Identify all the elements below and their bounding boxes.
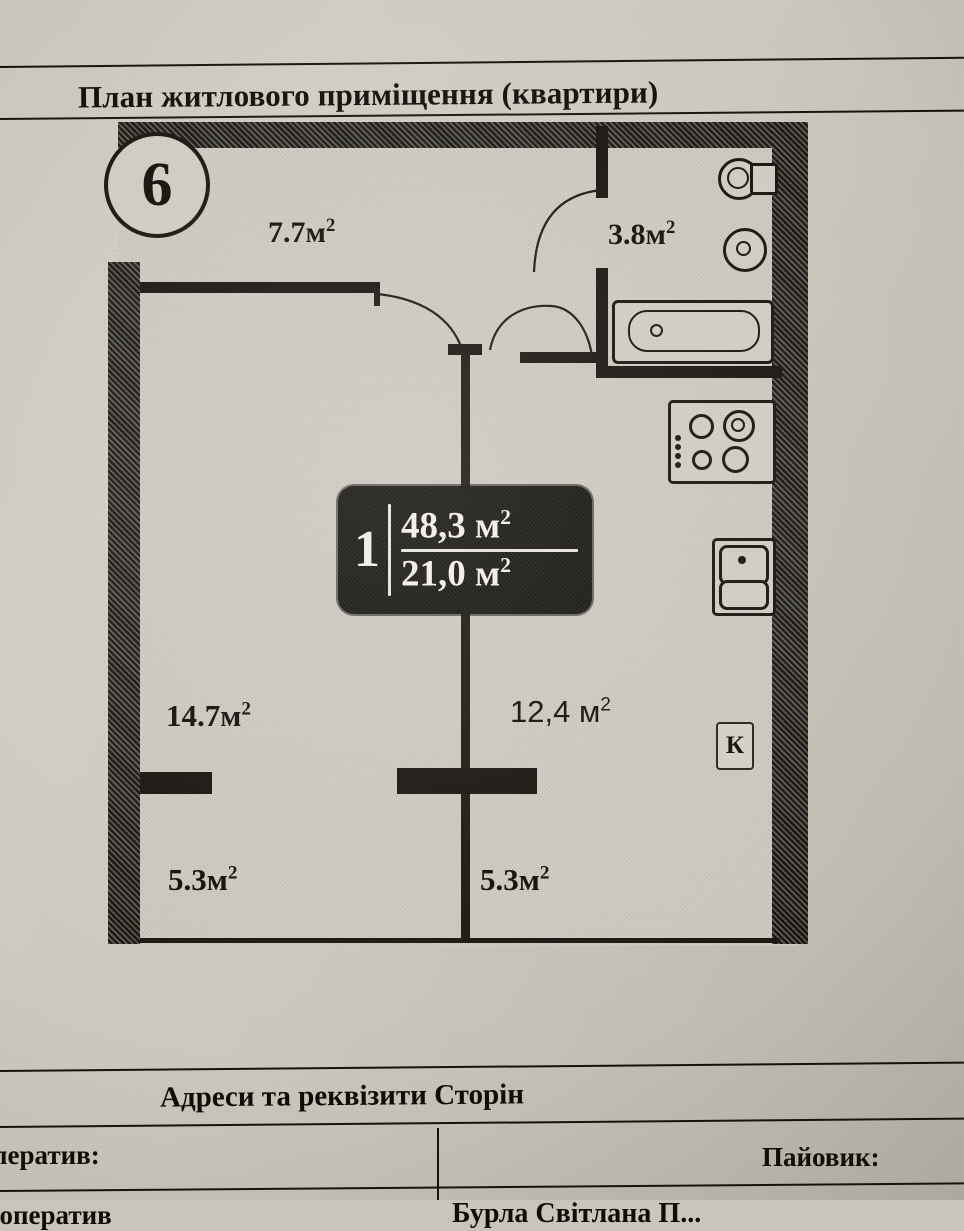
- bottom-table-rule-lower: [0, 1182, 964, 1192]
- kitchen-sink-tap-icon: [738, 556, 746, 564]
- room-label-bathroom-value: 3.8м: [608, 218, 666, 251]
- bottom-table-column-divider: [437, 1128, 439, 1200]
- badge-room-count: 1: [354, 521, 380, 578]
- interior-wall-bath-left: [596, 126, 608, 198]
- bottom-table-left-header: ператив:: [0, 1140, 100, 1170]
- room-label-hallway-value: 7.7м: [268, 216, 326, 249]
- stove-burner-2-inner-icon: [731, 418, 745, 432]
- bottom-table-rule-top: [0, 1061, 964, 1072]
- interior-wall-center-vertical: [461, 352, 470, 942]
- interior-wall-corridor-right: [520, 352, 596, 363]
- exterior-wall-top: [118, 122, 808, 148]
- room-label-balcony-left: 5.3м2: [168, 862, 237, 898]
- plan-corner-marker-label: 6: [141, 150, 173, 219]
- floor-plan: 6 К: [104, 122, 808, 946]
- room-label-living-room-value: 14.7м: [166, 698, 242, 733]
- kitchen-marker-label: К: [725, 732, 745, 759]
- bottom-table-right-value: Бурла Світлана П...: [452, 1198, 702, 1229]
- bottom-table-left-value: ооператив: [0, 1200, 112, 1230]
- interior-wall-balcony-left: [140, 772, 212, 794]
- interior-wall-hallway-top: [140, 282, 380, 293]
- badge-divider: [388, 503, 391, 597]
- stove-icon: [668, 400, 776, 484]
- bottom-table-right-header: Пайовик:: [762, 1142, 880, 1172]
- badge-total-area-value: 48,3 м: [401, 505, 501, 547]
- badge-living-area-value: 21,0 м: [401, 552, 501, 594]
- stove-burner-4-icon: [722, 446, 749, 473]
- plan-corner-marker: 6: [104, 132, 210, 238]
- room-label-balcony-right: 5.3м2: [480, 862, 549, 898]
- bathroom-sink-drain-icon: [736, 241, 751, 256]
- room-label-kitchen-value: 12,4 м: [510, 694, 601, 729]
- room-label-bathroom: 3.8м2: [608, 217, 675, 252]
- interior-wall-corridor-left: [448, 344, 482, 355]
- exterior-wall-right: [772, 122, 808, 944]
- interior-wall-bath-left-lower: [596, 268, 608, 376]
- exterior-wall-left: [108, 262, 140, 944]
- bathtub-drain-icon: [650, 324, 663, 337]
- toilet-bowl-inner-icon: [727, 167, 749, 189]
- stove-burner-3-icon: [692, 450, 712, 470]
- kitchen-marker-box: К: [716, 722, 754, 770]
- interior-wall-balcony-right: [397, 768, 537, 794]
- room-label-hallway-sup: 2: [325, 215, 336, 236]
- hallway-step-vertical: [374, 288, 380, 306]
- room-label-balcony-left-sup: 2: [227, 862, 238, 884]
- badge-living-area: 21,0 м2: [401, 552, 578, 594]
- room-label-balcony-left-value: 5.3м: [168, 862, 228, 897]
- room-label-kitchen-sup: 2: [600, 694, 611, 716]
- stove-knobs-icon: [675, 435, 681, 468]
- badge-area-stack: 48,3 м2 21,0 м2: [401, 505, 592, 594]
- room-label-hallway: 7.7м2: [268, 215, 335, 250]
- room-label-bathroom-sup: 2: [665, 217, 676, 238]
- stove-burner-1-icon: [689, 414, 714, 439]
- door-arc-corridor: [488, 304, 594, 357]
- bottom-table-rule-mid: [0, 1117, 964, 1128]
- kitchen-sink-drainer-icon: [719, 580, 769, 610]
- bottom-table-title: Адреси та реквізити Сторін: [159, 1078, 525, 1114]
- room-label-balcony-right-sup: 2: [539, 862, 550, 884]
- door-arc-bathroom: [532, 188, 603, 273]
- toilet-tank-icon: [750, 163, 778, 195]
- interior-wall-bath-bottom: [596, 366, 782, 378]
- apartment-summary-badge: 1 48,3 м2 21,0 м2: [338, 486, 592, 614]
- room-label-living-room: 14.7м2: [166, 698, 251, 734]
- room-label-balcony-right-value: 5.3м: [480, 862, 540, 897]
- bathtub-basin-icon: [628, 310, 760, 352]
- badge-living-area-sup: 2: [500, 552, 511, 577]
- room-label-living-room-sup: 2: [241, 698, 251, 720]
- room-label-kitchen: 12,4 м2: [510, 694, 611, 730]
- badge-total-area-sup: 2: [500, 505, 511, 530]
- bottom-table: Адреси та реквізити Сторін ператив: Пайо…: [0, 1060, 964, 1230]
- badge-area-separator: [401, 548, 578, 552]
- balcony-bottom-edge: [140, 938, 780, 943]
- badge-total-area: 48,3 м2: [401, 505, 578, 547]
- kitchen-sink-basin-icon: [719, 545, 769, 585]
